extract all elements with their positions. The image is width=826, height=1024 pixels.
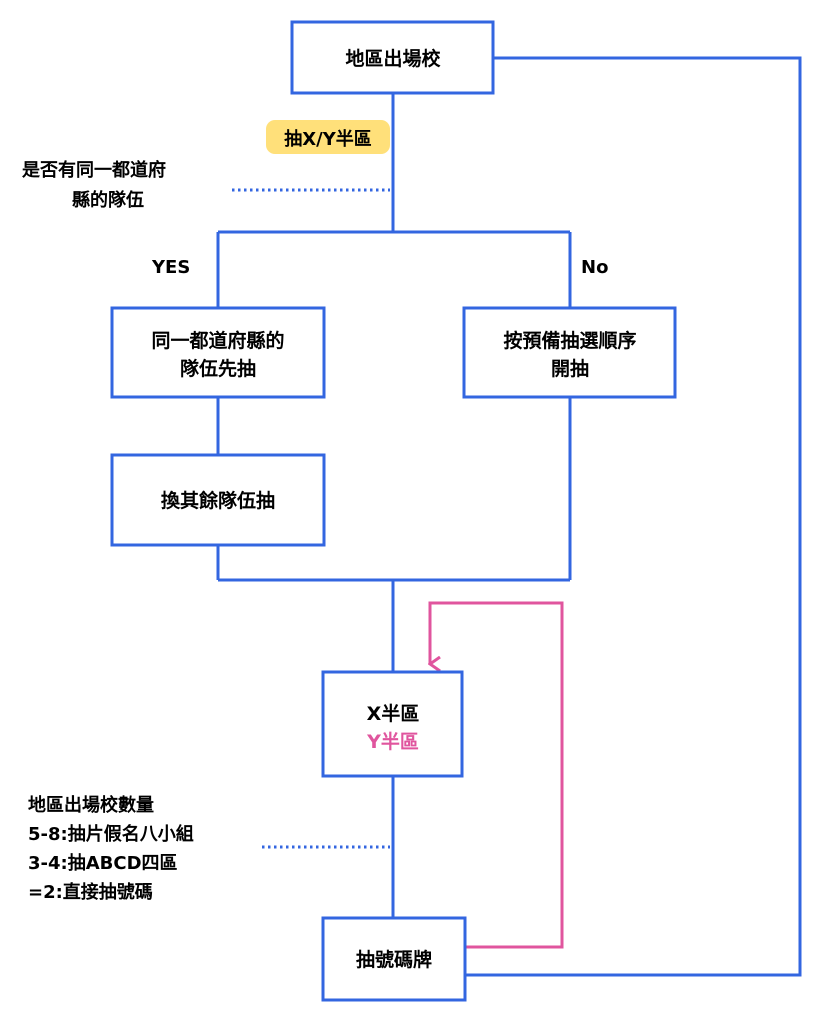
- node-draw-card-box: [321, 916, 467, 1002]
- node-order-label-line2: 開抽: [551, 357, 589, 380]
- connectors: [216, 58, 802, 977]
- label-count-line2: 5-8:抽片假名八小組: [28, 823, 194, 845]
- node-halves-box: [321, 670, 464, 778]
- connector-loop-back-to-start: [465, 58, 802, 977]
- node-halves-y-label: Y半區: [366, 730, 419, 753]
- label-count-line1: 地區出場校數量: [28, 794, 154, 816]
- node-same-first-box: [110, 306, 326, 399]
- node-order-box: [462, 306, 677, 399]
- node-halves-x-label: X半區: [367, 702, 420, 725]
- node-same-first-label-line1: 同一都道府縣的: [151, 329, 284, 352]
- node-order-label-line1: 按預備抽選順序: [503, 329, 636, 352]
- highlight-draw-xy: [266, 120, 390, 154]
- node-draw-card-label: 抽號碼牌: [356, 948, 432, 971]
- label-count-line3: 3-4:抽ABCD四區: [28, 852, 178, 874]
- label-count-line4: =2:直接抽號碼: [28, 881, 153, 903]
- node-others-box: [110, 453, 326, 547]
- label-question-line2: 縣的隊伍: [72, 189, 144, 211]
- label-draw-xy: 抽X/Y半區: [284, 128, 372, 150]
- connector-card-to-halves-loop: [430, 601, 564, 949]
- label-yes: YES: [151, 257, 190, 278]
- node-start-box: [290, 20, 495, 95]
- node-start-label: 地區出場校: [345, 47, 441, 70]
- node-others-label: 換其餘隊伍抽: [161, 489, 275, 512]
- label-question-line1: 是否有同一都道府: [21, 159, 166, 181]
- label-no: No: [581, 257, 608, 278]
- node-same-first-label-line2: 隊伍先抽: [180, 357, 256, 380]
